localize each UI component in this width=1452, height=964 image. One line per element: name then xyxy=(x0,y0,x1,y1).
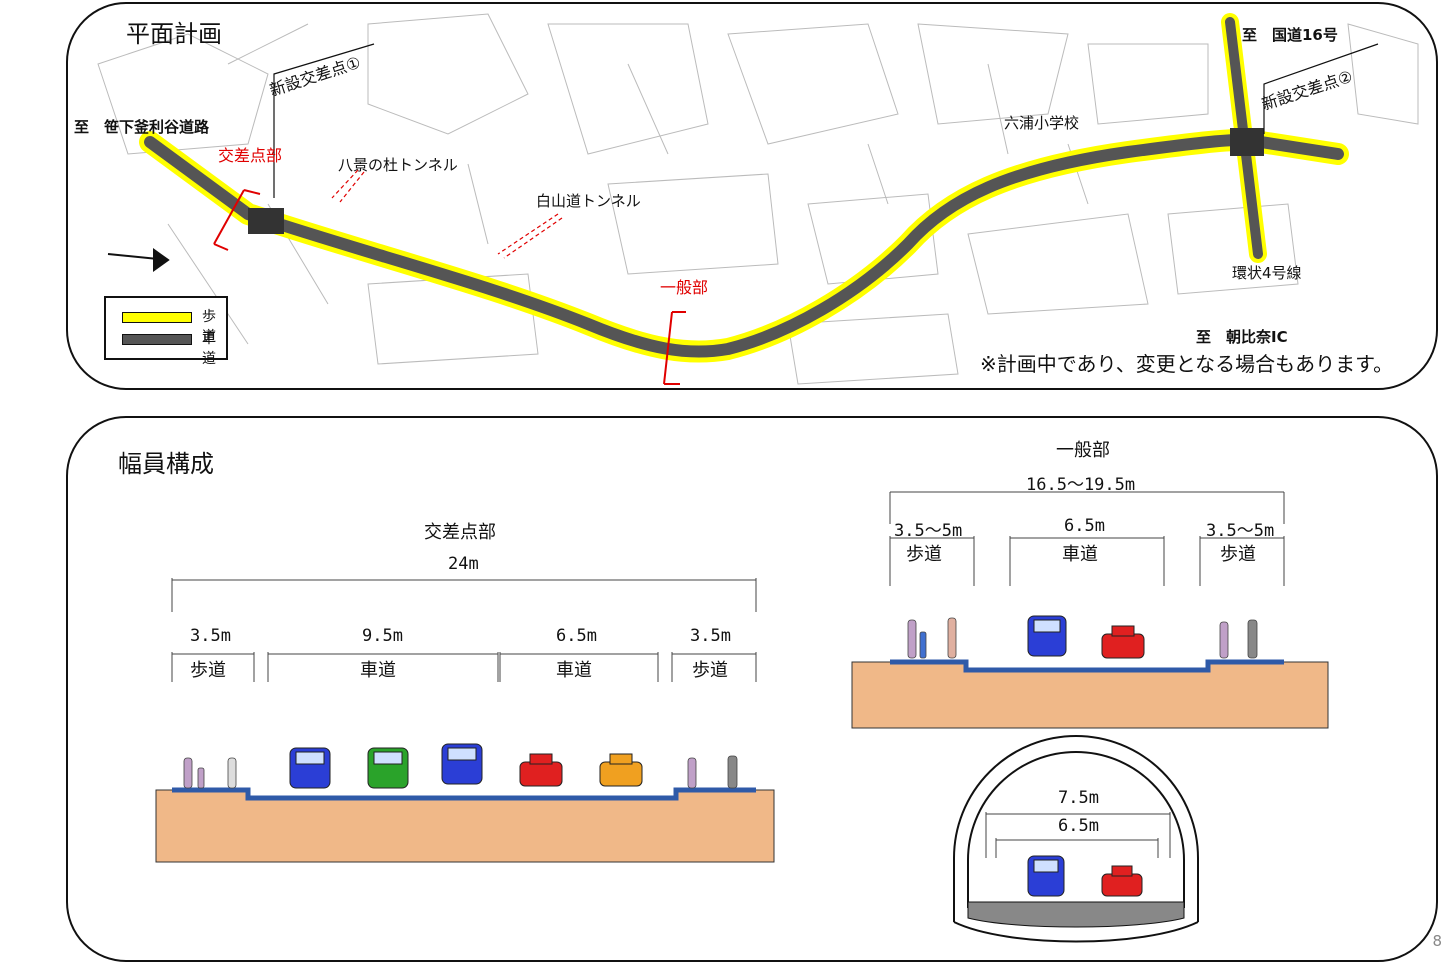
north-arrow xyxy=(107,248,170,272)
plan-note: ※計画中であり、変更となる場合もあります。 xyxy=(980,352,1394,376)
general-name-1: 歩道 xyxy=(906,544,942,565)
to-route16-label: 至 国道16号 xyxy=(1242,26,1338,44)
intersection-section-body xyxy=(155,787,775,863)
general-section-label: 一般部 xyxy=(660,278,709,297)
intersection-width-1: 3.5m xyxy=(190,626,231,646)
intersection-section-label: 交差点部 xyxy=(218,146,283,165)
general-name-2: 車道 xyxy=(1062,544,1098,565)
general-width-3: 3.5～5m xyxy=(1206,521,1275,541)
tunnel-section xyxy=(953,735,1199,943)
legend-sidewalk-label: 歩道 xyxy=(202,309,216,345)
intersection-dimension-lines xyxy=(171,578,757,682)
general-name-3: 歩道 xyxy=(1220,544,1256,565)
legend-roadway-label: 車道 xyxy=(202,331,216,367)
intersection-name-1: 歩道 xyxy=(190,660,226,681)
plan-map xyxy=(97,13,1419,385)
road-roadway xyxy=(144,133,1344,358)
tunnel-inner-width: 6.5m xyxy=(1058,816,1099,836)
general-width-1: 3.5～5m xyxy=(894,521,963,541)
general-pedestrians xyxy=(907,617,1258,659)
section-title: 幅員構成 xyxy=(118,450,214,478)
intersection-section-title: 交差点部 xyxy=(424,522,496,543)
hakusan-tunnel-label: 白山道トンネル xyxy=(536,192,641,210)
legend-sidewalk-swatch xyxy=(122,312,192,323)
general-total-width: 16.5～19.5m xyxy=(1026,475,1136,495)
intersection-pedestrians xyxy=(183,755,738,789)
intersection-name-2: 車道 xyxy=(360,660,396,681)
mutsuura-school-label: 六浦小学校 xyxy=(1004,114,1080,132)
ring4-label: 環状4号線 xyxy=(1232,264,1302,282)
cross-section-drawings xyxy=(155,491,1329,943)
tunnel-dimension-lines xyxy=(985,812,1171,858)
intersection-name-3: 車道 xyxy=(556,660,592,681)
tunnel-road xyxy=(967,901,1185,928)
intersection-width-2: 9.5m xyxy=(362,626,403,646)
intersection-width-3: 6.5m xyxy=(556,626,597,646)
general-cars xyxy=(1027,615,1145,659)
hakkei-tunnel-label: 八景の杜トンネル xyxy=(338,156,458,174)
legend: 歩道 車道 xyxy=(104,296,228,367)
plan-panel: 平面計画 新設交差点① 新設交差点② 至 笹下釜利谷道路 至 国道16号 至 朝… xyxy=(66,2,1438,390)
plan-title: 平面計画 xyxy=(126,20,222,48)
page-number: 8 xyxy=(1432,932,1442,950)
general-width-2: 6.5m xyxy=(1064,516,1105,536)
intersection-cars xyxy=(289,743,643,789)
section-panel: 幅員構成 交差点部 24m 3.5m 9.5m 6.5m 3.5m 歩道 車道 … xyxy=(66,416,1438,962)
tunnel-cars xyxy=(1027,855,1143,897)
intersection-width-4: 3.5m xyxy=(690,626,731,646)
general-section-body xyxy=(851,659,1329,729)
to-sasage-label: 至 笹下釜利谷道路 xyxy=(74,118,210,136)
general-dimension-lines xyxy=(889,491,1285,586)
legend-roadway-swatch xyxy=(122,334,192,345)
tunnel-outer-width: 7.5m xyxy=(1058,788,1099,808)
intersection-name-4: 歩道 xyxy=(692,660,728,681)
to-asahina-label: 至 朝比奈IC xyxy=(1196,328,1288,346)
general-section-title: 一般部 xyxy=(1056,440,1110,461)
planned-road xyxy=(139,13,1349,363)
intersection-total-width: 24m xyxy=(448,554,479,574)
